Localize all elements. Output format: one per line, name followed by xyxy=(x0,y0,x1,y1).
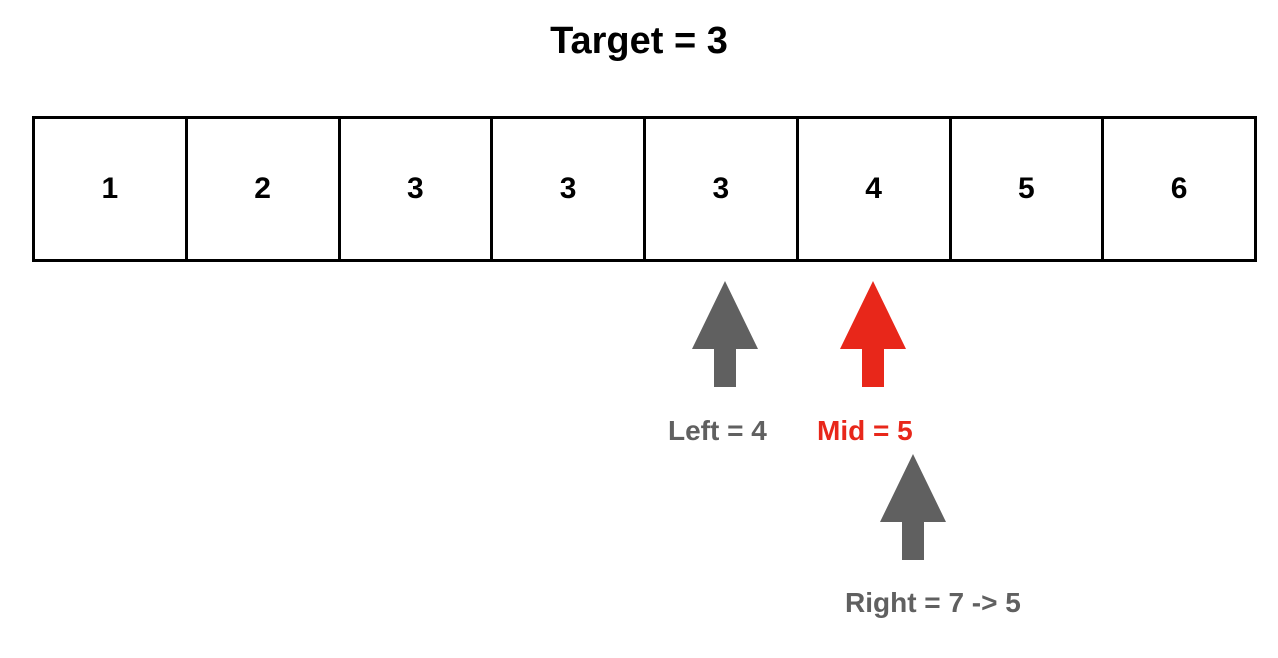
array-cell-1: 2 xyxy=(184,116,341,262)
array-cell-0: 1 xyxy=(32,116,188,262)
left-arrow-shape xyxy=(692,281,758,387)
left-pointer-arrow-icon xyxy=(692,281,758,387)
array-row: 1 2 3 3 3 4 5 6 xyxy=(32,116,1257,262)
mid-pointer-label: Mid = 5 xyxy=(817,415,913,446)
array-cell-3: 3 xyxy=(490,116,646,262)
array-cell-4: 3 xyxy=(643,116,799,262)
right-arrow-shape xyxy=(880,454,946,560)
right-pointer-arrow-icon xyxy=(880,454,946,560)
mid-arrow-shape xyxy=(840,281,906,387)
array-cell-5: 4 xyxy=(795,116,952,262)
array-cell-2: 3 xyxy=(337,116,494,262)
array-cell-6: 5 xyxy=(948,116,1105,262)
array-cell-7: 6 xyxy=(1101,116,1257,262)
left-pointer-label: Left = 4 xyxy=(668,415,767,446)
mid-pointer-arrow-icon xyxy=(840,281,906,387)
right-pointer-label: Right = 7 -> 5 xyxy=(845,587,1021,618)
diagram-title: Target = 3 xyxy=(550,20,728,62)
